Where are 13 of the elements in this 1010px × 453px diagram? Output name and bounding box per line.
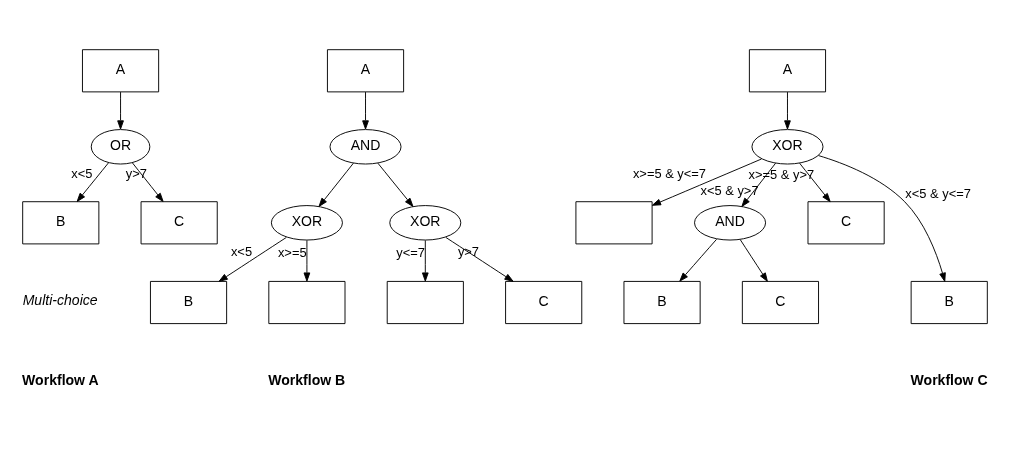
label: Workflow B <box>268 371 346 388</box>
edge-label: x<5 <box>71 166 93 182</box>
edge-label: y<=7 <box>396 244 425 260</box>
edge-label: x>=5 <box>277 244 307 260</box>
edge-label: y>7 <box>125 166 148 182</box>
label: Multi-choice <box>22 291 98 308</box>
edge-label: x>=5 & y>7 <box>748 166 815 182</box>
edge-label: x<5 <box>230 243 253 259</box>
label: Workflow A <box>22 371 99 388</box>
edge-label: x<5 & y<=7 <box>905 185 971 201</box>
label: Workflow C <box>910 371 988 388</box>
edge-label: x>=5 & y<=7 <box>632 166 706 182</box>
edge-label: x<5 & y>7 <box>700 182 759 198</box>
